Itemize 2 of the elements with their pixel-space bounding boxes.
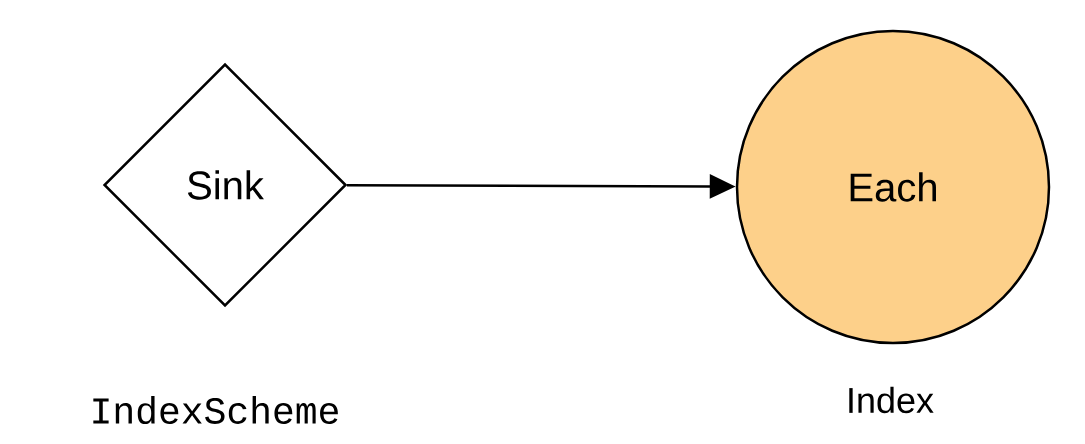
node-caption: IndexScheme xyxy=(93,396,338,424)
node-caption: Index xyxy=(849,386,934,414)
